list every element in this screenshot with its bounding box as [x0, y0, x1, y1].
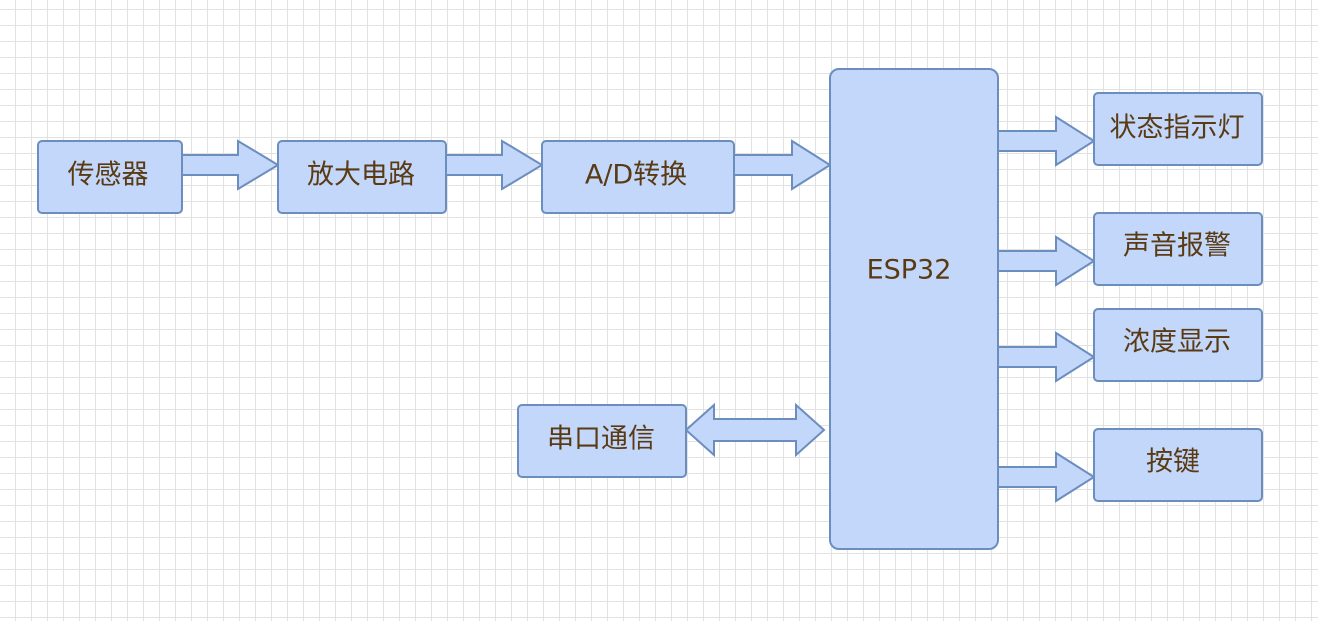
arrow-adc-to-mcu: [733, 139, 832, 191]
arrow-mcu-to-concentration-display: [997, 331, 1096, 383]
node-amplifier: 放大电路: [277, 140, 447, 214]
node-sound-alarm-label: 声音报警: [1123, 231, 1231, 262]
node-mcu: ESP32: [829, 68, 999, 550]
node-sound-alarm: 声音报警: [1093, 212, 1263, 286]
arrow-amplifier-to-adc: [445, 139, 544, 191]
node-concentration-display-label: 浓度显示: [1123, 327, 1231, 358]
node-sensor: 传感器: [37, 140, 183, 214]
node-buttons: 按键: [1093, 428, 1263, 502]
node-serial: 串口通信: [517, 404, 687, 478]
node-sensor-label: 传感器: [68, 160, 149, 191]
node-adc: A/D转换: [541, 140, 735, 214]
node-buttons-label: 按键: [1146, 447, 1200, 478]
arrow-mcu-to-buttons: [997, 451, 1096, 503]
arrow-mcu-to-status-led: [997, 115, 1096, 167]
node-concentration-display: 浓度显示: [1093, 308, 1263, 382]
arrow-mcu-to-sound-alarm: [997, 235, 1096, 287]
node-mcu-label: ESP32: [867, 255, 952, 286]
arrow-sensor-to-amplifier: [181, 139, 280, 191]
node-adc-label: A/D转换: [585, 160, 687, 191]
node-status-led: 状态指示灯: [1093, 92, 1263, 166]
node-amplifier-label: 放大电路: [307, 160, 415, 191]
node-status-led-label: 状态指示灯: [1110, 113, 1245, 144]
arrow-serial-mcu-bidirectional: [684, 402, 826, 458]
node-serial-label: 串口通信: [547, 424, 655, 455]
